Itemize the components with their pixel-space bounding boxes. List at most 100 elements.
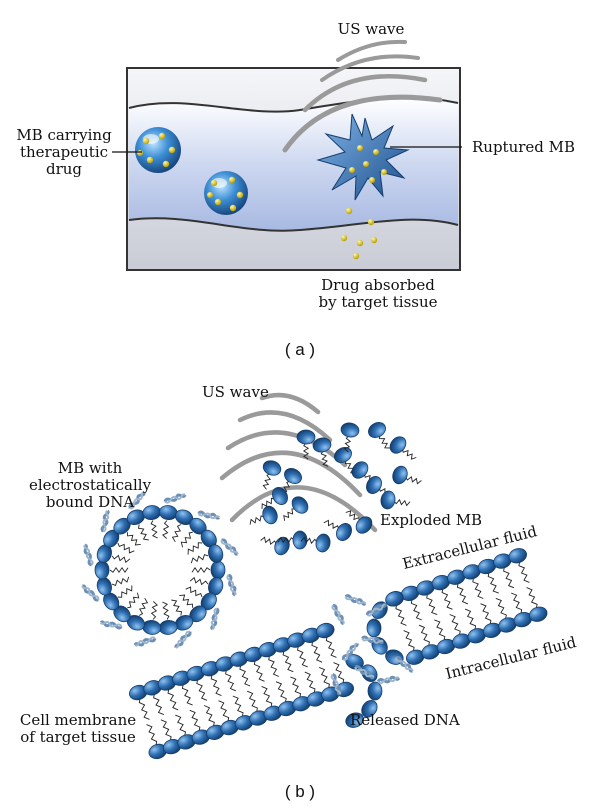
dna-helix-b bbox=[83, 544, 94, 566]
lipid-tail bbox=[333, 662, 345, 684]
dna-strand bbox=[220, 538, 239, 556]
lipid-head bbox=[361, 699, 378, 718]
lipid-head bbox=[262, 460, 282, 476]
lipid-tail bbox=[262, 473, 272, 490]
lipid-tail bbox=[171, 599, 183, 616]
lipid-tail bbox=[410, 598, 422, 621]
cell-membrane-left bbox=[129, 622, 383, 760]
mb-dna-label-line2: electrostatically bbox=[28, 476, 152, 494]
lipid-head bbox=[292, 530, 308, 550]
lipid-tail bbox=[167, 688, 179, 711]
lipid-tail bbox=[393, 498, 411, 507]
us-wave-a bbox=[282, 39, 443, 153]
lipid-head bbox=[291, 496, 309, 514]
lipid-head bbox=[316, 622, 335, 639]
lipid-tail bbox=[127, 592, 140, 609]
lipid-tail bbox=[175, 714, 187, 737]
exploded-mb bbox=[249, 422, 422, 556]
lipid-head bbox=[368, 422, 386, 438]
lipid-tail bbox=[225, 669, 236, 692]
dna-strand bbox=[330, 673, 342, 696]
lipid-tail bbox=[196, 679, 208, 701]
lipid-head bbox=[284, 468, 302, 484]
panel-b-diagram bbox=[81, 392, 548, 760]
dna-strand bbox=[197, 510, 221, 520]
lipid-tail bbox=[138, 698, 150, 720]
dna-helix-b bbox=[164, 493, 186, 504]
dna-helix-b bbox=[175, 630, 190, 649]
dna-strand bbox=[365, 603, 388, 617]
lipid-head bbox=[272, 487, 288, 505]
dna-strand bbox=[344, 594, 367, 606]
lipid-tail bbox=[456, 582, 469, 605]
lipid-tail bbox=[190, 554, 209, 564]
lipid-tail bbox=[345, 510, 360, 522]
lipid-tail bbox=[405, 475, 422, 485]
lipid-tail bbox=[343, 435, 352, 453]
lipid-head bbox=[274, 536, 290, 556]
lipid-tail bbox=[344, 460, 356, 474]
dna-strand bbox=[81, 584, 100, 602]
exploded-mb-label: Exploded MB bbox=[380, 511, 483, 529]
lipid-tail bbox=[275, 681, 287, 703]
lipid-tail bbox=[146, 724, 158, 746]
mb-carrying-label-line3: drug bbox=[45, 160, 83, 178]
lipid-tail bbox=[268, 655, 280, 677]
dna-helix-b bbox=[130, 491, 145, 510]
dna-strand bbox=[361, 635, 384, 645]
us-wave-label-b: US wave bbox=[202, 383, 269, 401]
lipid-tail bbox=[191, 567, 211, 573]
lipid-tail bbox=[302, 442, 310, 460]
lipid-tail bbox=[487, 572, 499, 594]
lipid-tail bbox=[402, 448, 417, 460]
vessel-wall-bottom bbox=[128, 217, 459, 232]
lipid-tail bbox=[495, 597, 507, 620]
lipid-head bbox=[385, 591, 404, 607]
lipid-head bbox=[315, 533, 331, 553]
drug-particles-ruptured bbox=[349, 145, 387, 183]
lipid-head bbox=[336, 523, 352, 541]
dna-strand bbox=[163, 493, 187, 504]
lipid-tail bbox=[283, 508, 296, 521]
lipid-tail bbox=[260, 536, 277, 546]
absorbed-drug-particles bbox=[340, 207, 378, 260]
dna-helix-b bbox=[99, 620, 123, 628]
lipid-tail bbox=[319, 666, 330, 689]
mb-carrying-label-line2: therapeutic bbox=[19, 143, 109, 161]
lipid-head bbox=[508, 548, 527, 564]
lipid-tail bbox=[150, 601, 158, 620]
dna-helix-b bbox=[81, 585, 100, 600]
dna-helix-b bbox=[331, 604, 345, 624]
lipid-tail bbox=[180, 531, 193, 548]
lipid-tail bbox=[395, 604, 407, 626]
lipid-tail bbox=[296, 645, 308, 668]
dna-strand bbox=[133, 636, 157, 647]
lipid-head bbox=[351, 461, 369, 479]
lipid-tail bbox=[239, 664, 251, 687]
lipid-head bbox=[262, 505, 278, 525]
released-dna-strands bbox=[330, 594, 414, 696]
drug-absorbed-label-line2: by target tissue bbox=[318, 293, 438, 311]
dna-strand bbox=[354, 665, 375, 680]
lipid-tail bbox=[434, 619, 446, 641]
lipid-tail bbox=[117, 542, 135, 554]
blood-vessel-lumen bbox=[129, 97, 458, 231]
dna-helix-b bbox=[330, 674, 342, 695]
lipid-tail bbox=[304, 671, 316, 694]
dna-helix-b bbox=[210, 607, 218, 631]
lipid-tail bbox=[138, 597, 149, 616]
dna-helix-b bbox=[361, 637, 384, 644]
lipid-tail bbox=[117, 585, 133, 598]
lipid-tail bbox=[187, 542, 203, 555]
dna-helix-b bbox=[226, 574, 237, 596]
lipid-tail bbox=[232, 695, 244, 718]
lipid-tail bbox=[160, 719, 172, 742]
dna-helix-b bbox=[377, 676, 400, 684]
lipid-tail bbox=[511, 592, 523, 615]
lipid-tail bbox=[247, 690, 258, 713]
dna-strand bbox=[331, 603, 345, 626]
lipid-head bbox=[529, 606, 548, 622]
dna-strand bbox=[376, 675, 401, 684]
dna-strand bbox=[226, 573, 237, 597]
